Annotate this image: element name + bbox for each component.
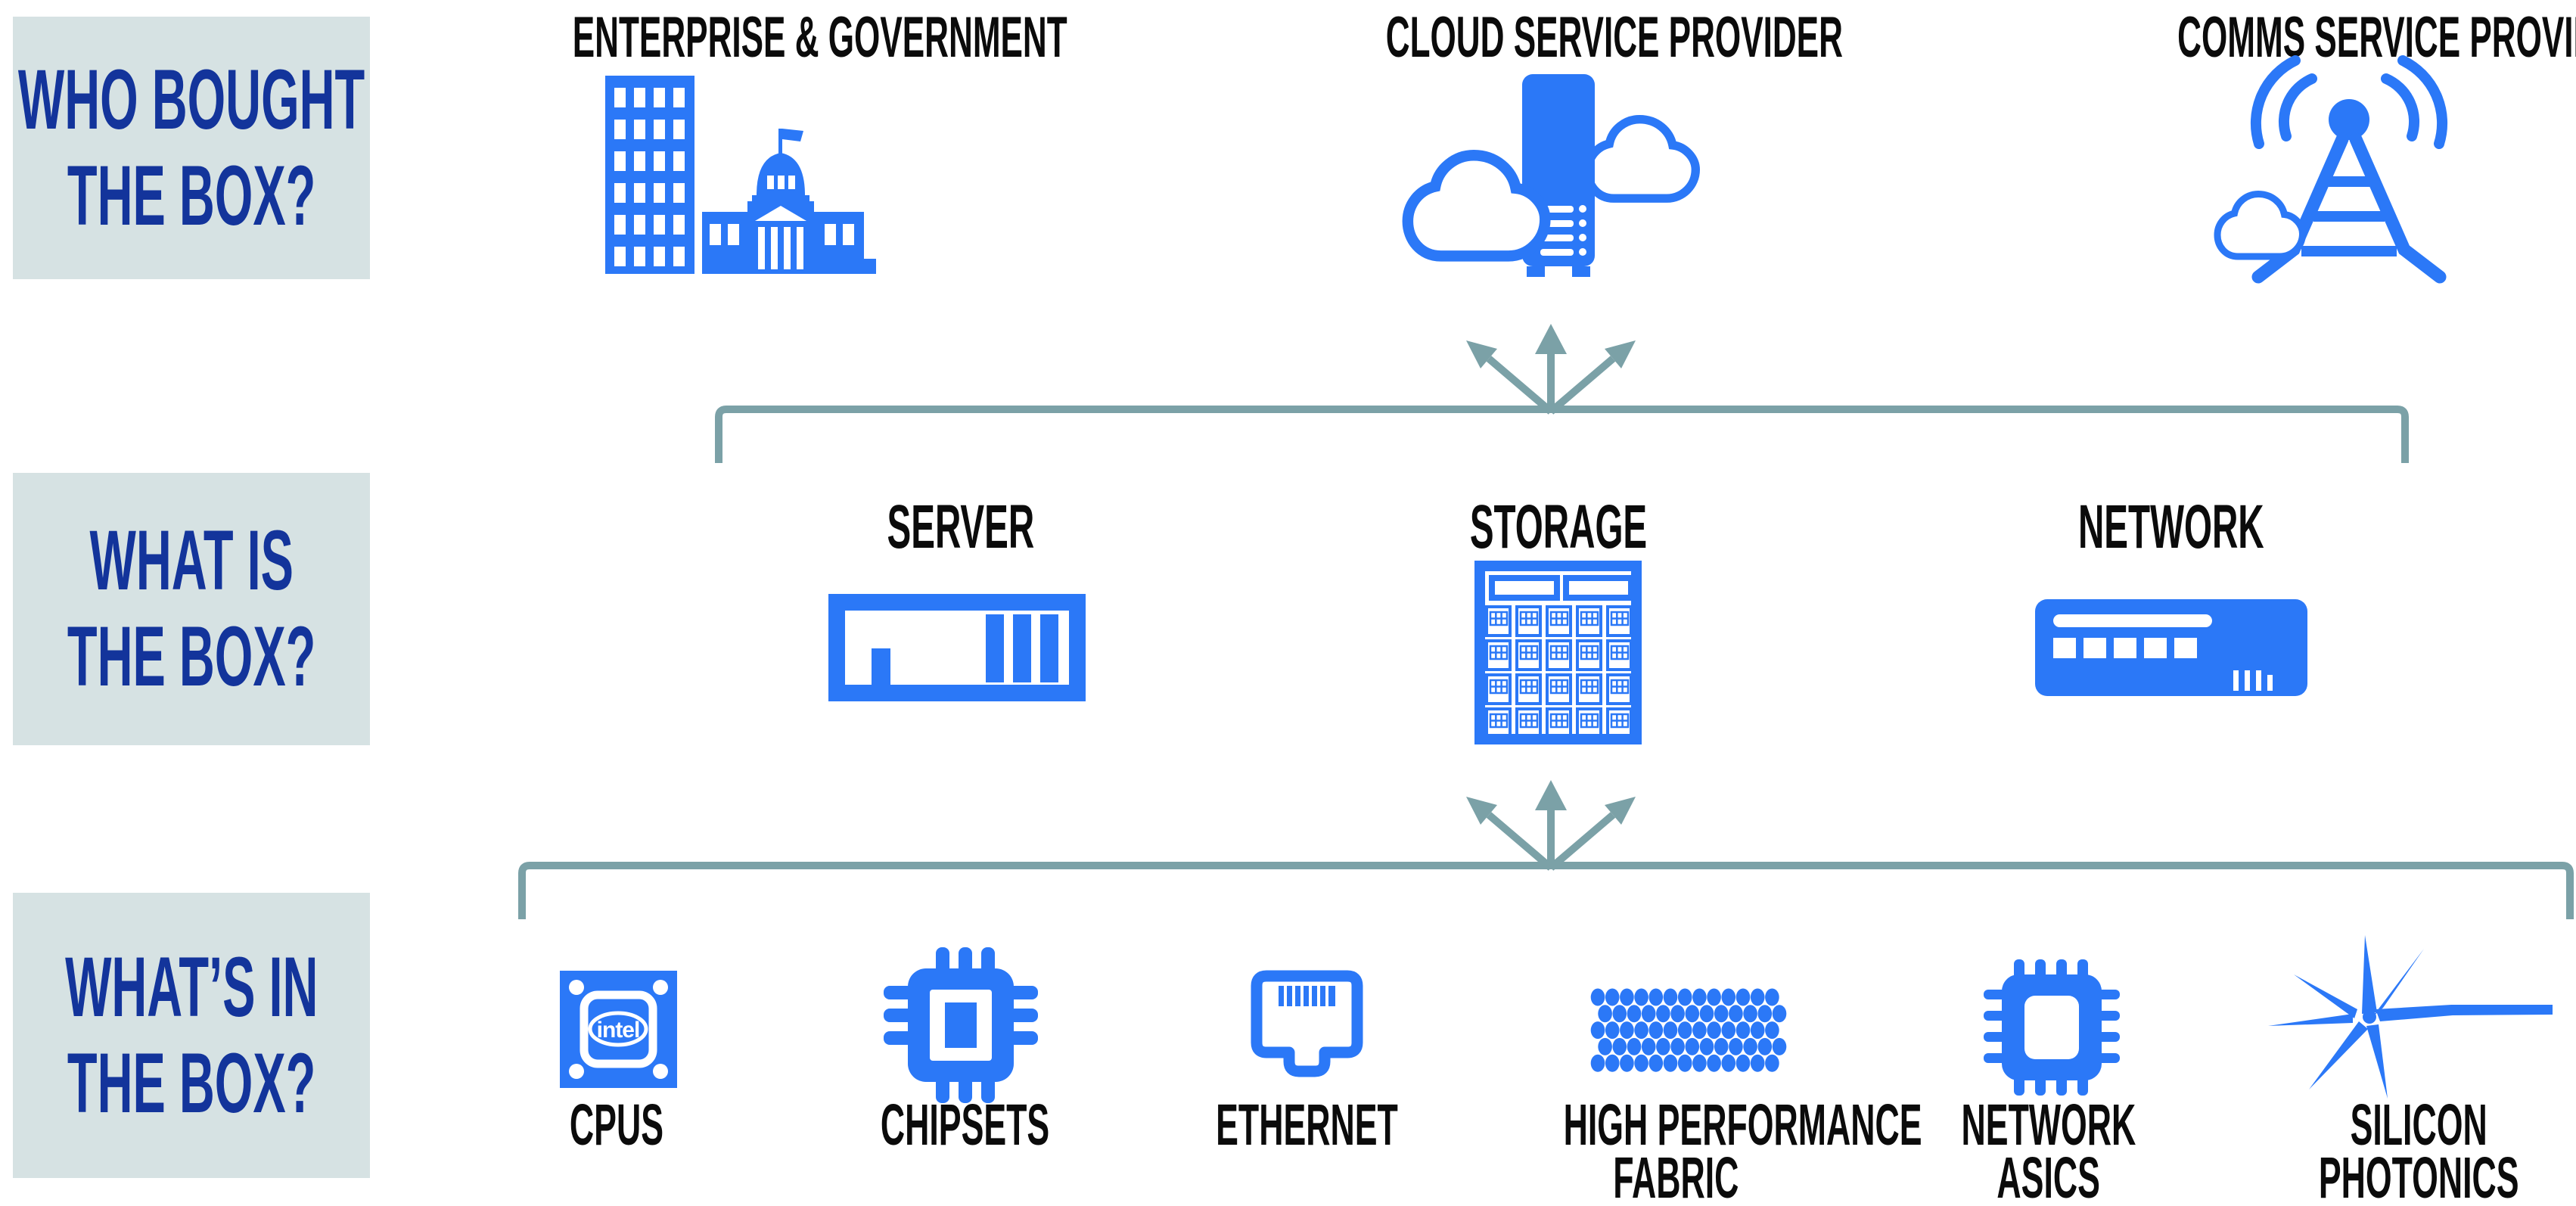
label-chipsets: CHIPSETS <box>881 1093 1050 1158</box>
row-label-line: WHO BOUGHT <box>17 51 365 147</box>
cpu-icon: intel <box>560 971 677 1088</box>
cloud-server-icon <box>1408 74 1695 277</box>
row-label-what-is-the-box: WHAT IS THE BOX? <box>13 473 370 745</box>
label-cpus: CPUS <box>569 1093 664 1158</box>
row-label-line: THE BOX? <box>67 1035 316 1130</box>
storage-rack-icon <box>1474 561 1642 744</box>
label-network: NETWORK <box>2078 493 2264 561</box>
label-ethernet: ETHERNET <box>1215 1093 1398 1158</box>
label-storage: STORAGE <box>1469 493 1648 561</box>
row-label-line: WHAT IS <box>89 513 294 608</box>
title-cloud-service-provider: CLOUD SERVICE PROVIDER <box>1385 5 1843 70</box>
row-label-whats-in-the-box: WHAT’S IN THE BOX? <box>13 893 370 1178</box>
connector-bottom-bracket <box>518 862 2574 919</box>
row-label-who-bought-the-box: WHO BOUGHT THE BOX? <box>13 17 370 279</box>
intel-logo-text: intel <box>597 1018 640 1043</box>
ethernet-port-icon <box>1251 970 1363 1077</box>
chipset-icon <box>884 947 1038 1103</box>
connector-top-bracket <box>715 406 2409 463</box>
network-switch-icon <box>2035 599 2307 696</box>
label-silicon-photonics: SILICON PHOTONICS <box>2318 1093 2519 1206</box>
fabric-dots-icon <box>1590 988 1787 1072</box>
building-icon <box>605 76 876 274</box>
network-asic-icon <box>1984 959 2120 1096</box>
label-server: SERVER <box>887 493 1035 561</box>
silicon-photonics-icon <box>2268 935 2553 1099</box>
row-label-line: THE BOX? <box>67 148 316 243</box>
title-enterprise-government: ENTERPRISE & GOVERNMENT <box>572 5 1067 70</box>
row-label-line: THE BOX? <box>67 609 316 704</box>
fan-arrows-top <box>1466 324 1636 412</box>
radio-tower-icon <box>2217 55 2448 284</box>
label-high-performance-fabric: HIGH PERFORMANCE FABRIC <box>1563 1093 1922 1206</box>
server-icon <box>828 594 1086 701</box>
title-comms-service-provider: COMMS SERVICE PROVIDER <box>2177 5 2576 70</box>
label-network-asics: NETWORK ASICS <box>1961 1093 2136 1206</box>
row-label-line: WHAT’S IN <box>64 939 319 1034</box>
fan-arrows-bottom <box>1466 780 1636 868</box>
